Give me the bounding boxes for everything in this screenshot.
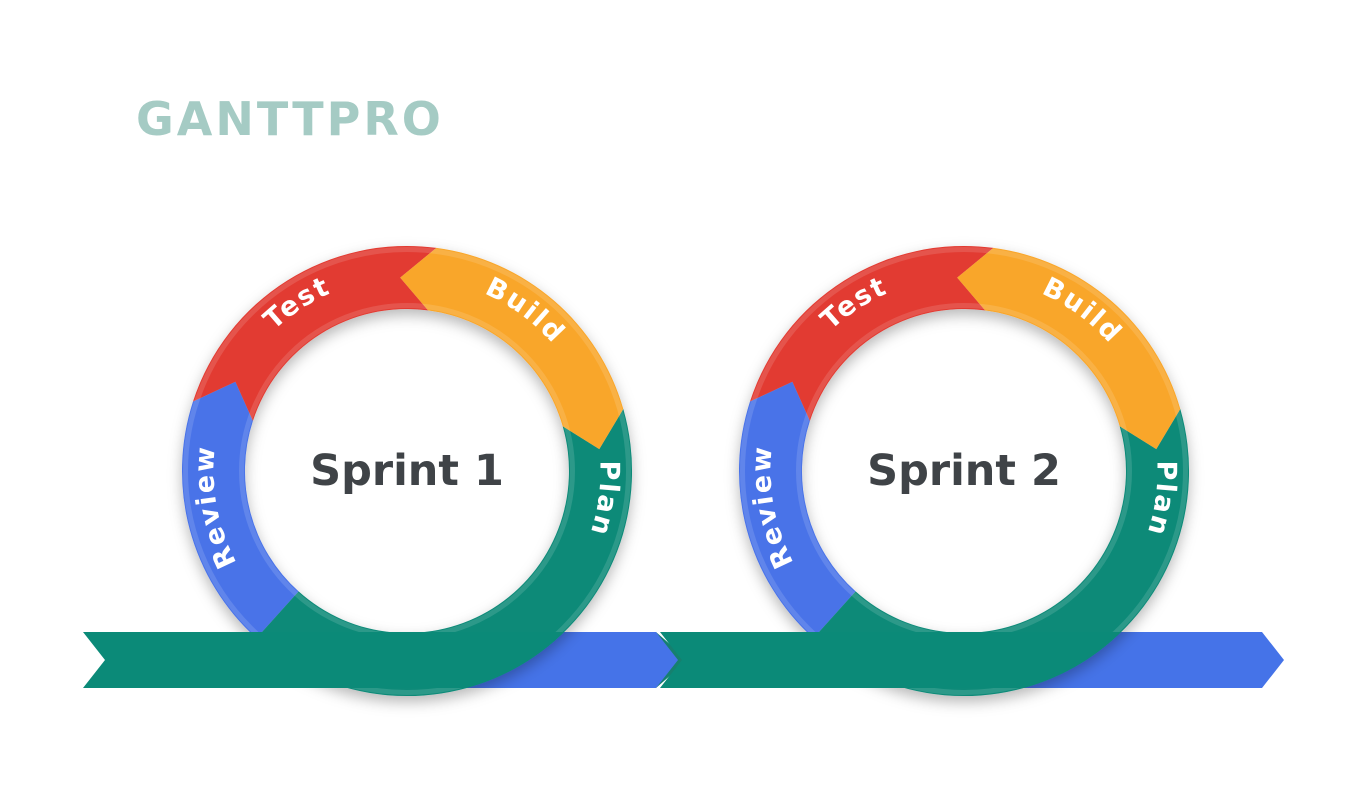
segment-review-sprint-2 (738, 381, 856, 639)
ring-highlights (183, 247, 1188, 695)
segment-build-sprint-1 (400, 247, 624, 450)
segment-review-sprint-1 (181, 381, 299, 639)
sprint-1-ring (181, 245, 633, 697)
segment-test-sprint-1 (193, 245, 437, 421)
ganttpro-logo: GANTTPRO (136, 92, 444, 146)
segment-test-sprint-2 (750, 245, 994, 421)
segment-plan-sprint-2 (813, 409, 1190, 697)
timeline-band-teal-2 (660, 632, 1121, 688)
sprint-2-ring (738, 245, 1190, 697)
segment-build-sprint-2 (957, 247, 1181, 450)
sprint-2-title: Sprint 2 (867, 446, 1061, 496)
segment-plan-sprint-1 (256, 409, 633, 697)
sprint-1-title: Sprint 1 (310, 446, 504, 496)
timeline-band-teal-1 (83, 632, 564, 688)
